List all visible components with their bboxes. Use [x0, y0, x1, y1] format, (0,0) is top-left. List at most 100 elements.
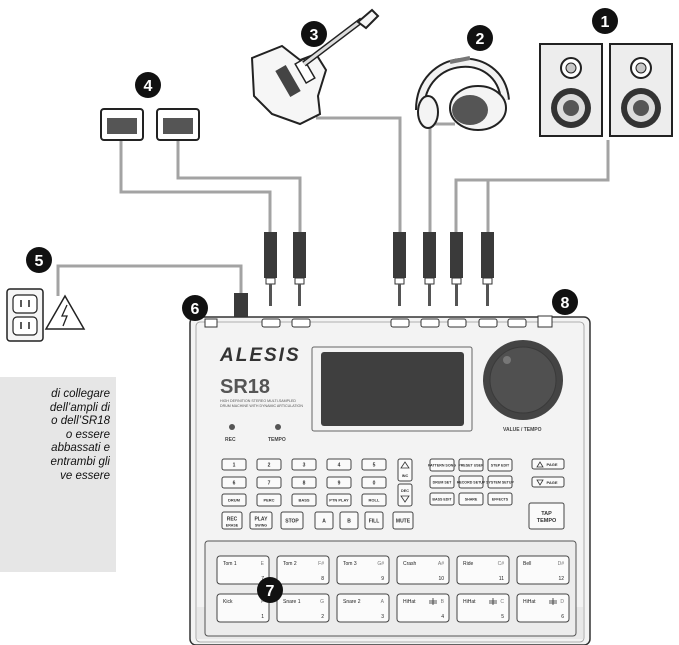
voice-button[interactable]: PERC	[256, 493, 282, 507]
triangle-down-icon	[400, 495, 410, 503]
button-label: INC	[402, 474, 409, 478]
note-line: di collegare	[51, 388, 110, 400]
function-button[interactable]: SYSTEM SETUP	[486, 475, 514, 489]
pad-note: C	[500, 599, 504, 605]
pad-number: 12	[558, 576, 564, 582]
button-label: PTN PLAY	[329, 497, 349, 502]
inc-button[interactable]: INC	[397, 458, 413, 482]
pad-number: 11	[499, 576, 504, 582]
dec-button[interactable]: DEC	[397, 483, 413, 507]
hihat-icon	[549, 598, 557, 605]
a-button[interactable]: A	[314, 511, 334, 530]
button-label: PERC	[263, 497, 274, 502]
number-button[interactable]: 5	[361, 458, 387, 471]
pad-name: Kick	[223, 599, 233, 605]
number-button[interactable]: 4	[326, 458, 352, 471]
button-label: STOP	[285, 518, 299, 524]
number-button[interactable]: 2	[256, 458, 282, 471]
callout-8: 8	[552, 289, 578, 315]
callout-4: 4	[135, 72, 161, 98]
fill-button[interactable]: FILL	[364, 511, 384, 530]
mute-button[interactable]: MUTE	[392, 511, 414, 530]
pad-note: A	[381, 599, 385, 605]
sr18-device: ALESIS SR18 HIGH DEFINITION STEREO MULTI…	[189, 315, 591, 645]
button-label: A	[322, 518, 326, 524]
callout-5: 5	[26, 247, 52, 273]
function-button[interactable]: SHARE	[458, 492, 484, 506]
number-button[interactable]: 6	[221, 476, 247, 489]
button-sublabel: SWING	[255, 524, 267, 528]
button-label: 8	[303, 480, 306, 486]
number-button[interactable]: 7	[256, 476, 282, 489]
plug-footswitch-a	[264, 232, 277, 306]
note-line: abbassati e	[51, 442, 110, 455]
svg-text:2: 2	[476, 31, 485, 48]
page-down-button[interactable]: PAGE	[531, 476, 565, 488]
button-label: 2	[268, 462, 271, 468]
pad-number: 4	[441, 614, 444, 620]
hihat-icon	[489, 598, 497, 605]
voice-button[interactable]: PTN PLAY	[326, 493, 352, 507]
triangle-down-icon	[536, 479, 544, 486]
function-button[interactable]: DRUM SET	[429, 475, 455, 489]
pad-number: 7	[261, 576, 264, 582]
number-button[interactable]: 1	[221, 458, 247, 471]
note-text: di collegare dell’ampli di o dell’SR18 o…	[0, 388, 110, 483]
pad-number: 5	[501, 614, 504, 620]
cables	[56, 116, 610, 296]
pad-number: 3	[381, 614, 384, 620]
b-button[interactable]: B	[339, 511, 359, 530]
number-button[interactable]: 0	[361, 476, 387, 489]
callout-1: 1	[592, 8, 618, 34]
footswitch-a	[100, 108, 144, 141]
voice-button[interactable]: ROLL	[361, 493, 387, 507]
callout-3: 3	[301, 21, 327, 47]
pad-note: B	[441, 599, 445, 605]
monitor-right	[609, 43, 673, 137]
cable-footswitch-b	[176, 140, 302, 232]
voice-button[interactable]: BASS	[291, 493, 317, 507]
function-button[interactable]: PATTERN SONG	[428, 458, 456, 472]
function-button[interactable]: PRESET USER	[458, 458, 484, 472]
plug-guitar	[393, 232, 406, 306]
number-button[interactable]: 8	[291, 476, 317, 489]
number-button[interactable]: 9	[326, 476, 352, 489]
page-up-button[interactable]: PAGE	[531, 458, 565, 470]
button-label: STEP EDIT	[491, 463, 510, 467]
voice-button[interactable]: DRUM	[221, 493, 247, 507]
pad-name: Tom 1	[223, 561, 237, 567]
stop-button[interactable]: STOP	[280, 511, 304, 530]
button-label: MUTE	[396, 518, 411, 524]
cable-power	[56, 264, 243, 296]
button-label: 7	[268, 480, 271, 486]
button-label: BASS EDIT	[432, 497, 452, 501]
pad-number: 10	[438, 576, 444, 582]
function-button[interactable]: BASS EDIT	[429, 492, 455, 506]
function-button[interactable]: EFFECTS	[487, 492, 513, 506]
triangle-up-icon	[400, 461, 410, 469]
button-label: PAGE	[546, 480, 557, 485]
footswitch-b	[156, 108, 200, 141]
pad-note: F	[261, 599, 264, 605]
plug-monitor-right	[481, 232, 494, 306]
svg-text:3: 3	[310, 27, 319, 44]
number-button[interactable]: 3	[291, 458, 317, 471]
function-button[interactable]: STEP EDIT	[487, 458, 513, 472]
function-button[interactable]: RECORD SETUP	[457, 475, 486, 489]
